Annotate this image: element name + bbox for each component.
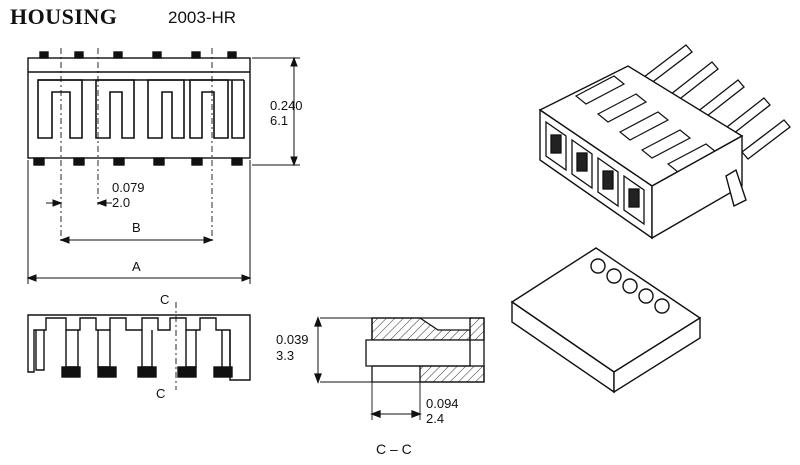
a-dimension-label: A [132,259,141,274]
b-dimension [59,236,214,244]
section-marker-top: C [160,292,169,307]
isometric-housing [538,44,791,240]
pitch-inch-label: 0.079 [112,180,145,195]
front-view-body [27,57,251,159]
height-inch-label: 0.240 [270,98,303,113]
height-dimension [252,56,300,167]
block-holes [590,258,670,314]
front-openings [545,120,645,226]
pitch-dimension [46,199,112,207]
section-height-inch: 0.039 [276,332,309,347]
section-caption: C – C [376,441,412,457]
housing-title: HOUSING [10,4,118,29]
section-depth-mm: 2.4 [426,411,444,426]
bottom-pins [61,366,233,378]
pitch-mm-label: 2.0 [112,195,130,210]
section-marker-bottom: C [156,386,165,401]
height-mm-label: 6.1 [270,113,288,128]
section-height-mm: 3.3 [276,348,294,363]
b-dimension-label: B [132,220,141,235]
bottom-view [27,302,251,390]
section-view [314,316,485,420]
top-slots [574,75,718,173]
a-dimension [26,160,252,284]
front-view [26,48,300,284]
top-tabs [39,51,237,59]
part-number: 2003-HR [168,8,237,27]
block-view [510,247,702,394]
front-cavities [37,79,245,139]
bottom-slots [35,330,231,371]
bottom-feet [33,157,243,166]
section-depth-inch: 0.094 [426,396,459,411]
